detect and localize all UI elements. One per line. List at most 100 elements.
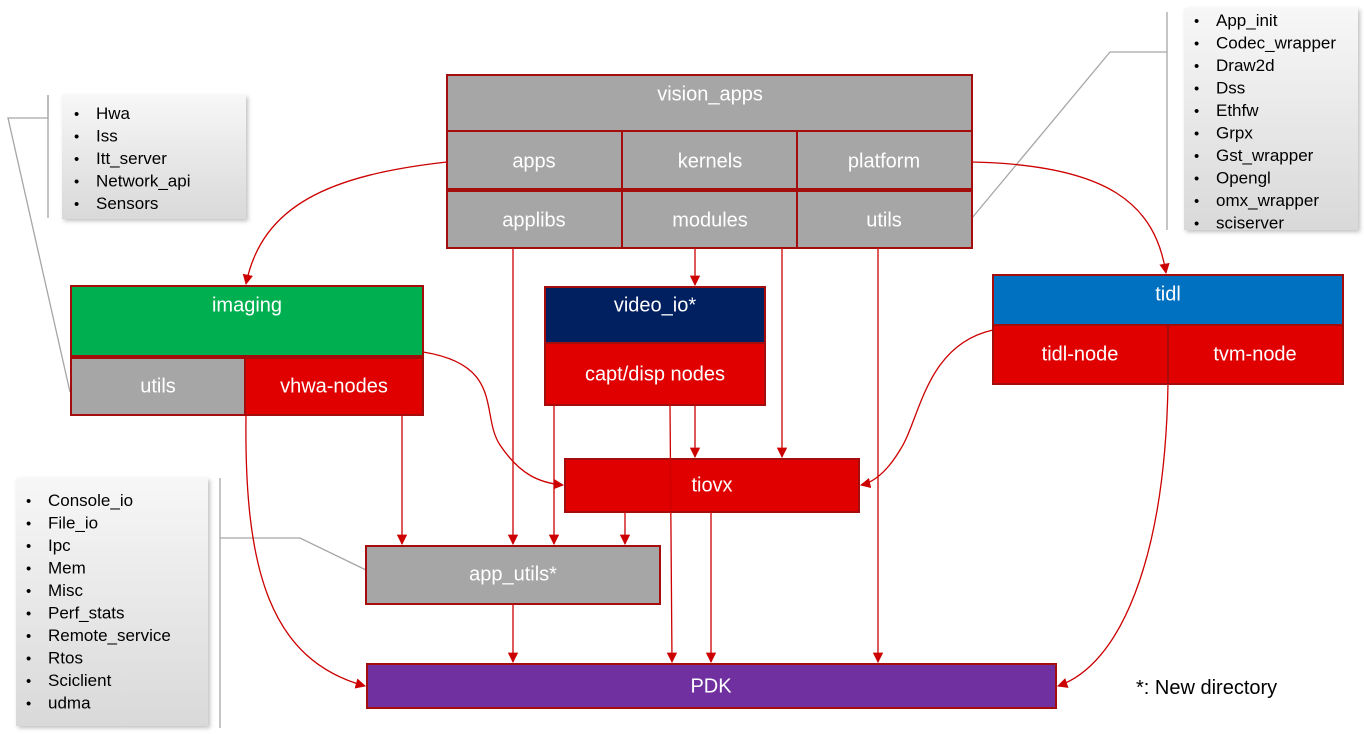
tidl-group: tidl tidl-node tvm-node	[992, 274, 1344, 385]
bullet-icon: •	[1194, 193, 1199, 210]
connector-app-utils	[220, 537, 367, 571]
kernels-label: kernels	[678, 150, 742, 172]
callout-list-item: Hwa	[96, 104, 131, 123]
app-utils-block	[365, 545, 661, 605]
bullet-icon: •	[26, 583, 31, 600]
vision-apps-block	[446, 74, 973, 132]
bullet-icon: •	[1194, 58, 1199, 75]
bullet-icon: •	[1194, 148, 1199, 165]
callout-list-item: udma	[48, 694, 91, 713]
applibs-block	[446, 190, 623, 249]
vision-apps-label: vision_apps	[657, 83, 763, 105]
platform-block	[796, 130, 973, 190]
tvm-node-block	[1167, 324, 1344, 385]
callout-list-item: Iss	[96, 127, 118, 146]
utils-top-block	[796, 190, 973, 249]
callout-list-item: Remote_service	[48, 626, 171, 645]
callout-list-item: sciserver	[1216, 214, 1284, 233]
bullet-icon: •	[74, 106, 79, 123]
arrow-tidl-tiovx	[859, 329, 994, 489]
callout-list-item: Network_api	[96, 172, 191, 191]
callout-list-item: Ipc	[48, 536, 71, 555]
arrow-capt-pdk	[666, 404, 678, 664]
imaging-utils-block	[70, 357, 246, 416]
callout-list-item: Itt_server	[96, 149, 167, 168]
app-utils-label: app_utils*	[469, 563, 557, 585]
bullet-icon: •	[74, 151, 79, 168]
bullet-icon: •	[74, 174, 79, 191]
imaging-group: imaging utils vhwa-nodes	[70, 285, 424, 416]
bullet-icon: •	[1194, 13, 1199, 30]
callout-platform-utils: • App_init • Codec_wrapper • Draw2d • Dss • Ethfw…	[1184, 8, 1358, 233]
arrow-tvm-pdk	[1057, 383, 1169, 688]
arrow-platform-tidl	[971, 161, 1170, 275]
bullet-icon: •	[26, 651, 31, 668]
callout-list-item: Draw2d	[1216, 56, 1275, 75]
apps-label: apps	[512, 150, 555, 172]
callout-list-item: Ethfw	[1216, 101, 1259, 120]
apps-block	[446, 130, 623, 190]
callout-list-item: omx_wrapper	[1216, 191, 1319, 210]
bullet-icon: •	[26, 516, 31, 533]
callout-list-item: Grpx	[1216, 124, 1253, 143]
video-io-label: video_io*	[614, 294, 697, 316]
bullet-icon: •	[74, 196, 79, 213]
arrow-apps-imaging	[242, 161, 448, 286]
capt-disp-nodes-block	[544, 342, 766, 406]
modules-block	[621, 190, 798, 249]
vhwa-nodes-block	[244, 357, 424, 416]
callout-connectors	[7, 12, 1168, 728]
dependency-arrows	[242, 161, 1170, 689]
arrow-imaging-utils-pdk	[245, 414, 367, 689]
callout-list-item: Sciclient	[48, 671, 112, 690]
callout-list-item: Perf_stats	[48, 604, 125, 623]
tidl-node-block	[992, 324, 1169, 385]
arrow-imaging-tiovx	[422, 351, 565, 490]
callout-list-item: Codec_wrapper	[1216, 34, 1336, 53]
connector-platform-utils	[971, 51, 1167, 219]
pdk-label: PDK	[690, 675, 732, 697]
vision-apps-group: vision_apps apps kernels platform applib…	[446, 74, 973, 249]
modules-label: modules	[672, 209, 748, 231]
callout-list-item: Rtos	[48, 649, 83, 668]
callout-app-utils: • Console_io • File_io • Ipc • Mem • Misc • Perf_st…	[16, 478, 208, 726]
video-io-block	[544, 286, 766, 344]
kernels-block	[621, 130, 798, 190]
bullet-icon: •	[74, 129, 79, 146]
bullet-icon: •	[1194, 81, 1199, 98]
tiovx-label: tiovx	[691, 474, 732, 496]
imaging-label: imaging	[212, 294, 282, 316]
callout-list-item: Misc	[48, 581, 83, 600]
callout-list-item: File_io	[48, 514, 98, 533]
vhwa-nodes-label: vhwa-nodes	[280, 375, 388, 397]
utils-top-label: utils	[866, 209, 902, 231]
bullet-icon: •	[26, 606, 31, 623]
callout-list-item: Dss	[1216, 79, 1245, 98]
callout-list-item: Mem	[48, 559, 86, 578]
pdk-block	[366, 663, 1057, 709]
bullet-icon: •	[26, 628, 31, 645]
callout-list-item: Sensors	[96, 194, 158, 213]
new-directory-note: *: New directory	[1136, 677, 1277, 699]
bullet-icon: •	[26, 561, 31, 578]
bullet-icon: •	[1194, 103, 1199, 120]
bullet-icon: •	[1194, 216, 1199, 233]
callout-list-item: Gst_wrapper	[1216, 146, 1314, 165]
tvm-node-label: tvm-node	[1213, 343, 1296, 365]
callout-list-item: App_init	[1216, 11, 1278, 30]
callout-list-item: Opengl	[1216, 169, 1271, 188]
capt-disp-nodes-label: capt/disp nodes	[585, 363, 725, 385]
callout-list-item: Console_io	[48, 491, 133, 510]
bullet-icon: •	[1194, 126, 1199, 143]
bullet-icon: •	[26, 696, 31, 713]
video-io-group: video_io* capt/disp nodes	[544, 286, 766, 406]
tidl-label: tidl	[1155, 283, 1181, 305]
bullet-icon: •	[26, 493, 31, 510]
tiovx-block	[564, 458, 860, 513]
connector-imaging-utils	[7, 95, 71, 393]
bullet-icon: •	[26, 673, 31, 690]
bullet-icon: •	[1194, 171, 1199, 188]
bullet-icon: •	[26, 538, 31, 555]
applibs-label: applibs	[502, 209, 565, 231]
